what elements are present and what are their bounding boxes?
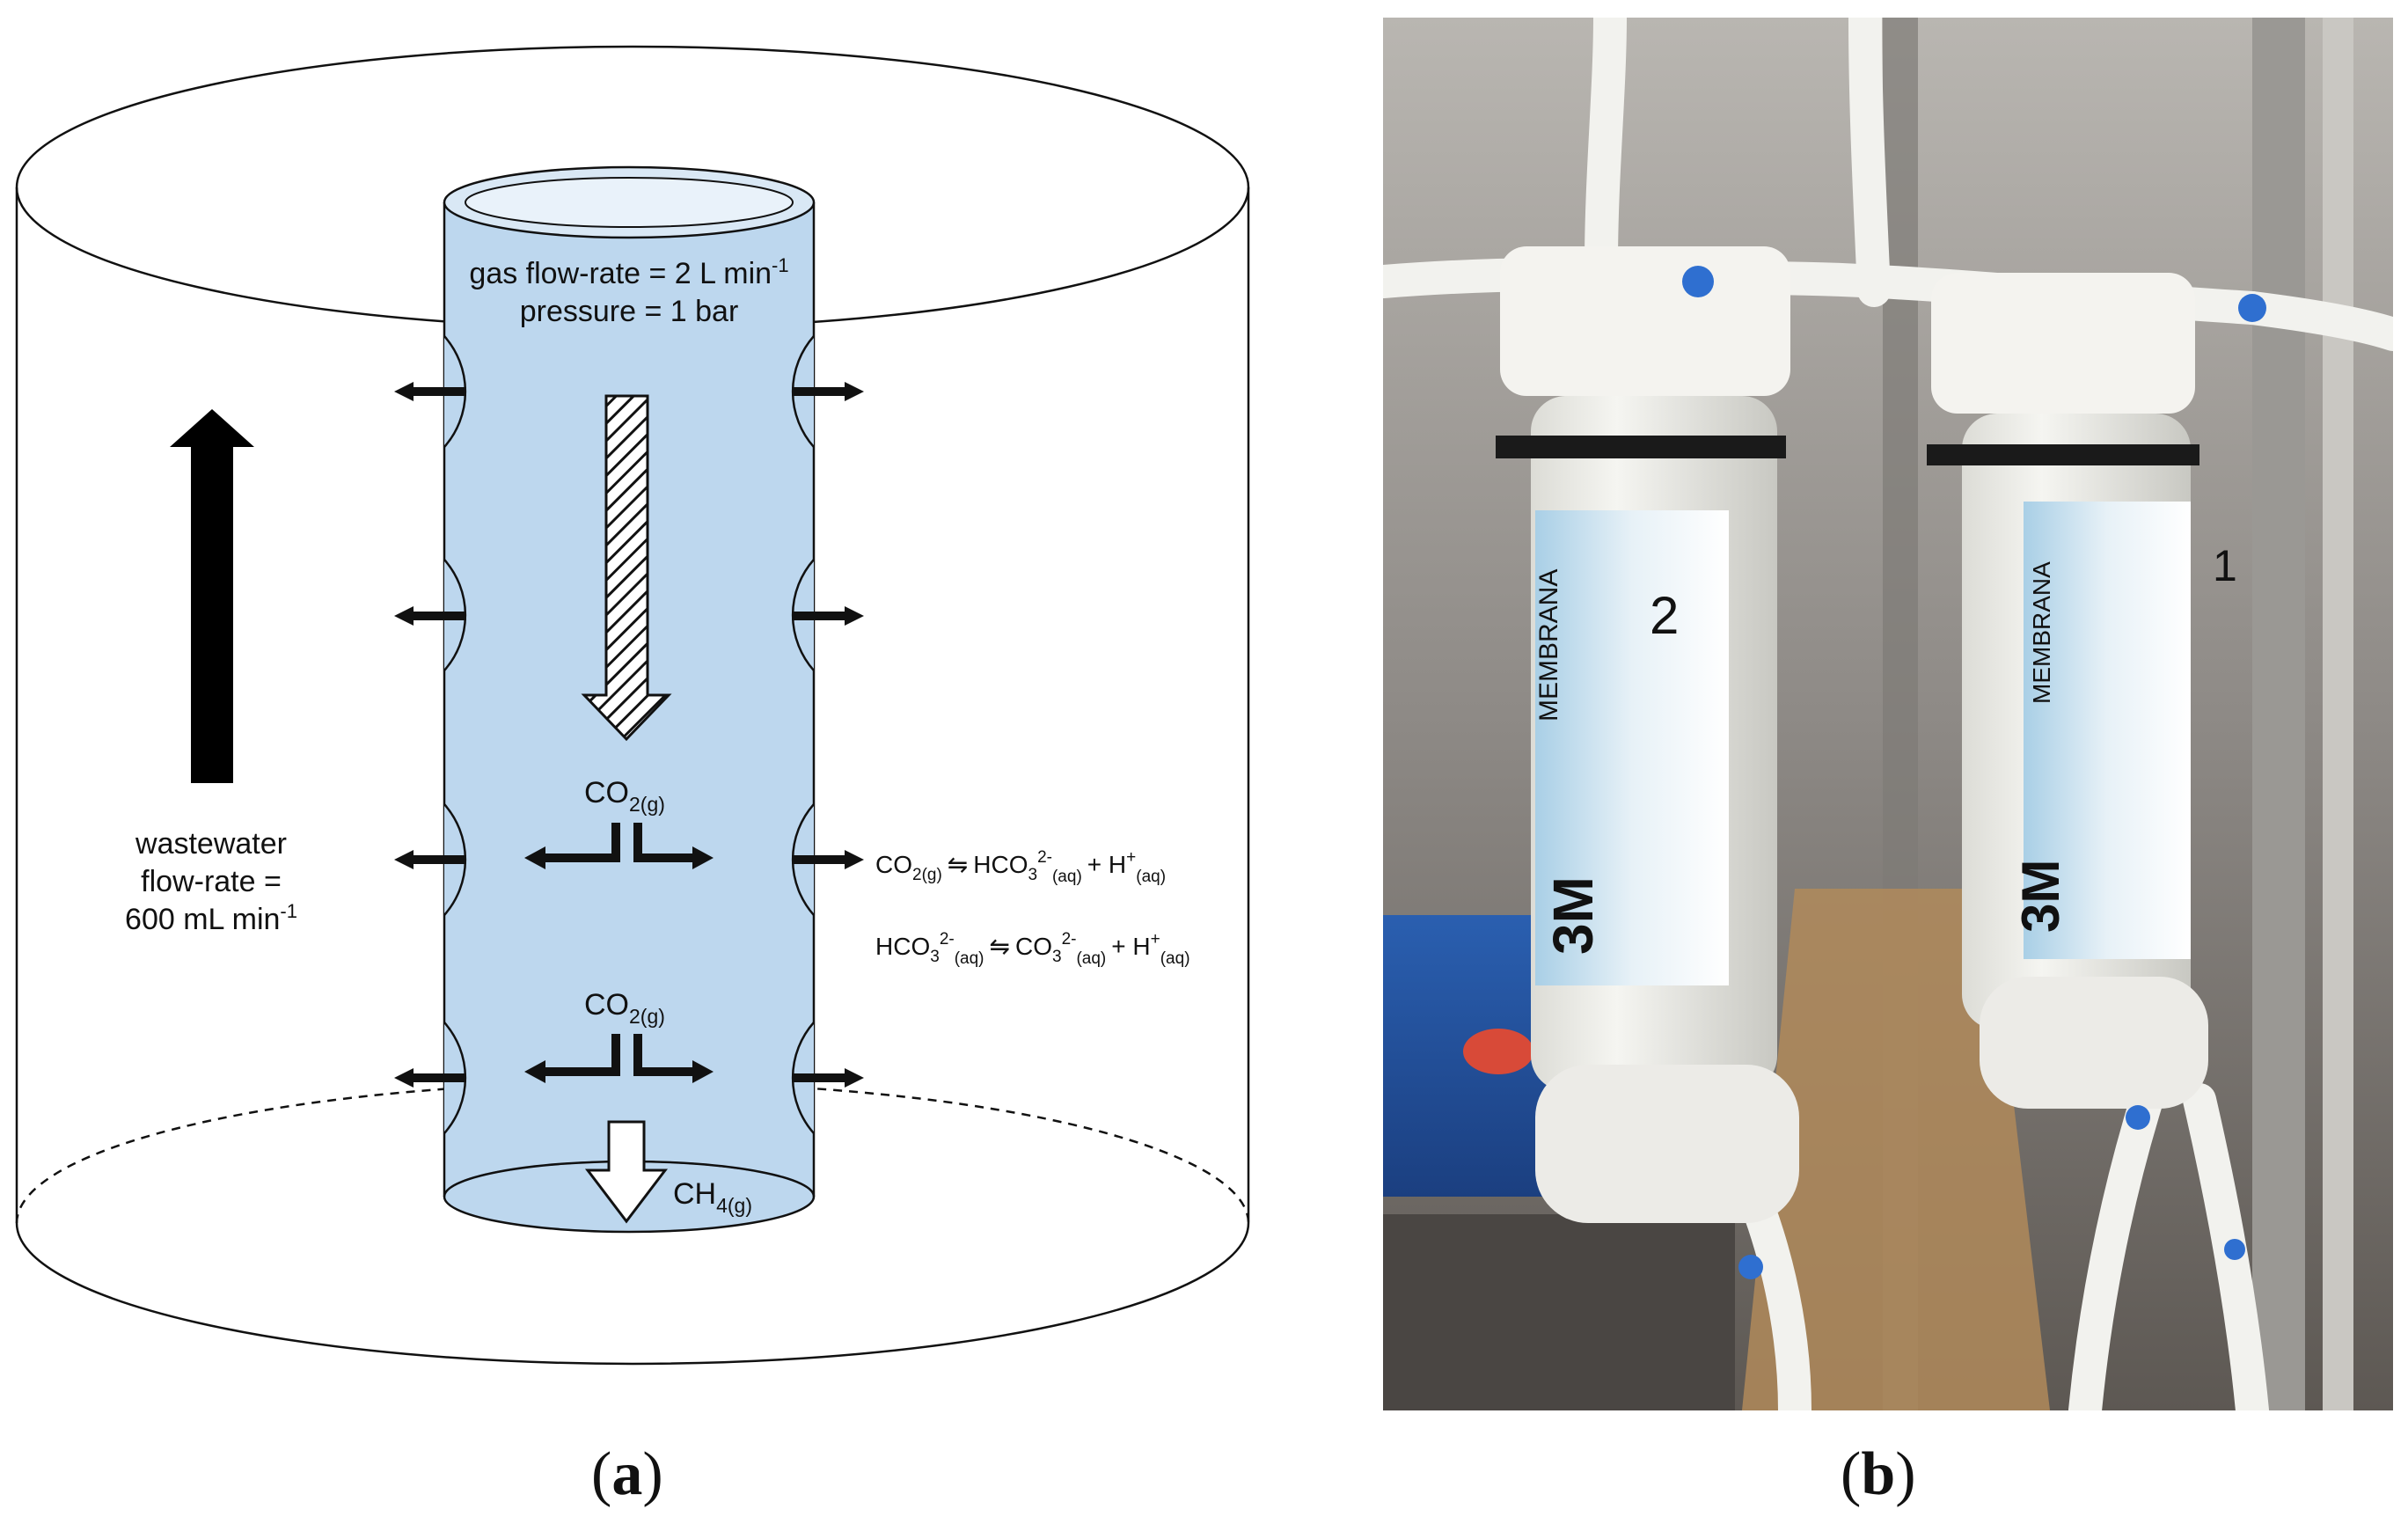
svg-text:MEMBRANA: MEMBRANA	[1534, 569, 1563, 722]
co2-split-lower	[524, 1034, 714, 1083]
panel-b-label: (b)	[1841, 1440, 1916, 1508]
equation-1: CO2(g)⇋HCO32-(aq)+ H+(aq)	[875, 848, 1166, 886]
wastewater-label-line1: wastewater	[135, 827, 287, 861]
vessel-bottom-front	[15, 1222, 1250, 1366]
ch4-outlet-arrow	[584, 1120, 669, 1224]
svg-text:3M: 3M	[2011, 860, 2070, 933]
wastewater-label-line3: 600 mL min-1	[125, 900, 297, 936]
panel-b-photo: 2 3M MEMBRANA 1 3M MEMBRANA	[1383, 18, 2393, 1410]
cartridge-right: 1 3M MEMBRANA	[1927, 273, 2237, 1109]
cartridge-left: 2 3M MEMBRANA	[1496, 246, 1799, 1223]
gas-flow-arrow	[581, 394, 672, 742]
svg-text:MEMBRANA: MEMBRANA	[2028, 561, 2055, 704]
co2-split-upper	[524, 823, 714, 869]
gas-flow-label: gas flow-rate = 2 L min-1	[469, 254, 788, 290]
co2-label-upper: CO2(g)	[584, 776, 665, 816]
svg-text:2: 2	[1650, 586, 1679, 645]
svg-text:3M: 3M	[1541, 876, 1605, 955]
panel-a-diagram: gas flow-rate = 2 L min-1 pressure = 1 b…	[15, 45, 1250, 1366]
wastewater-label-line2: flow-rate =	[141, 865, 282, 898]
co2-label-lower: CO2(g)	[584, 988, 665, 1028]
wastewater-flow-arrow	[170, 409, 254, 783]
svg-text:1: 1	[2213, 541, 2237, 590]
ch4-label: CH4(g)	[673, 1177, 752, 1217]
equation-2: HCO32-(aq)⇋CO32-(aq)+ H+(aq)	[875, 930, 1190, 968]
radial-arrows	[394, 382, 864, 1088]
panel-a-label: (a)	[591, 1440, 663, 1508]
pressure-label: pressure = 1 bar	[520, 295, 739, 328]
